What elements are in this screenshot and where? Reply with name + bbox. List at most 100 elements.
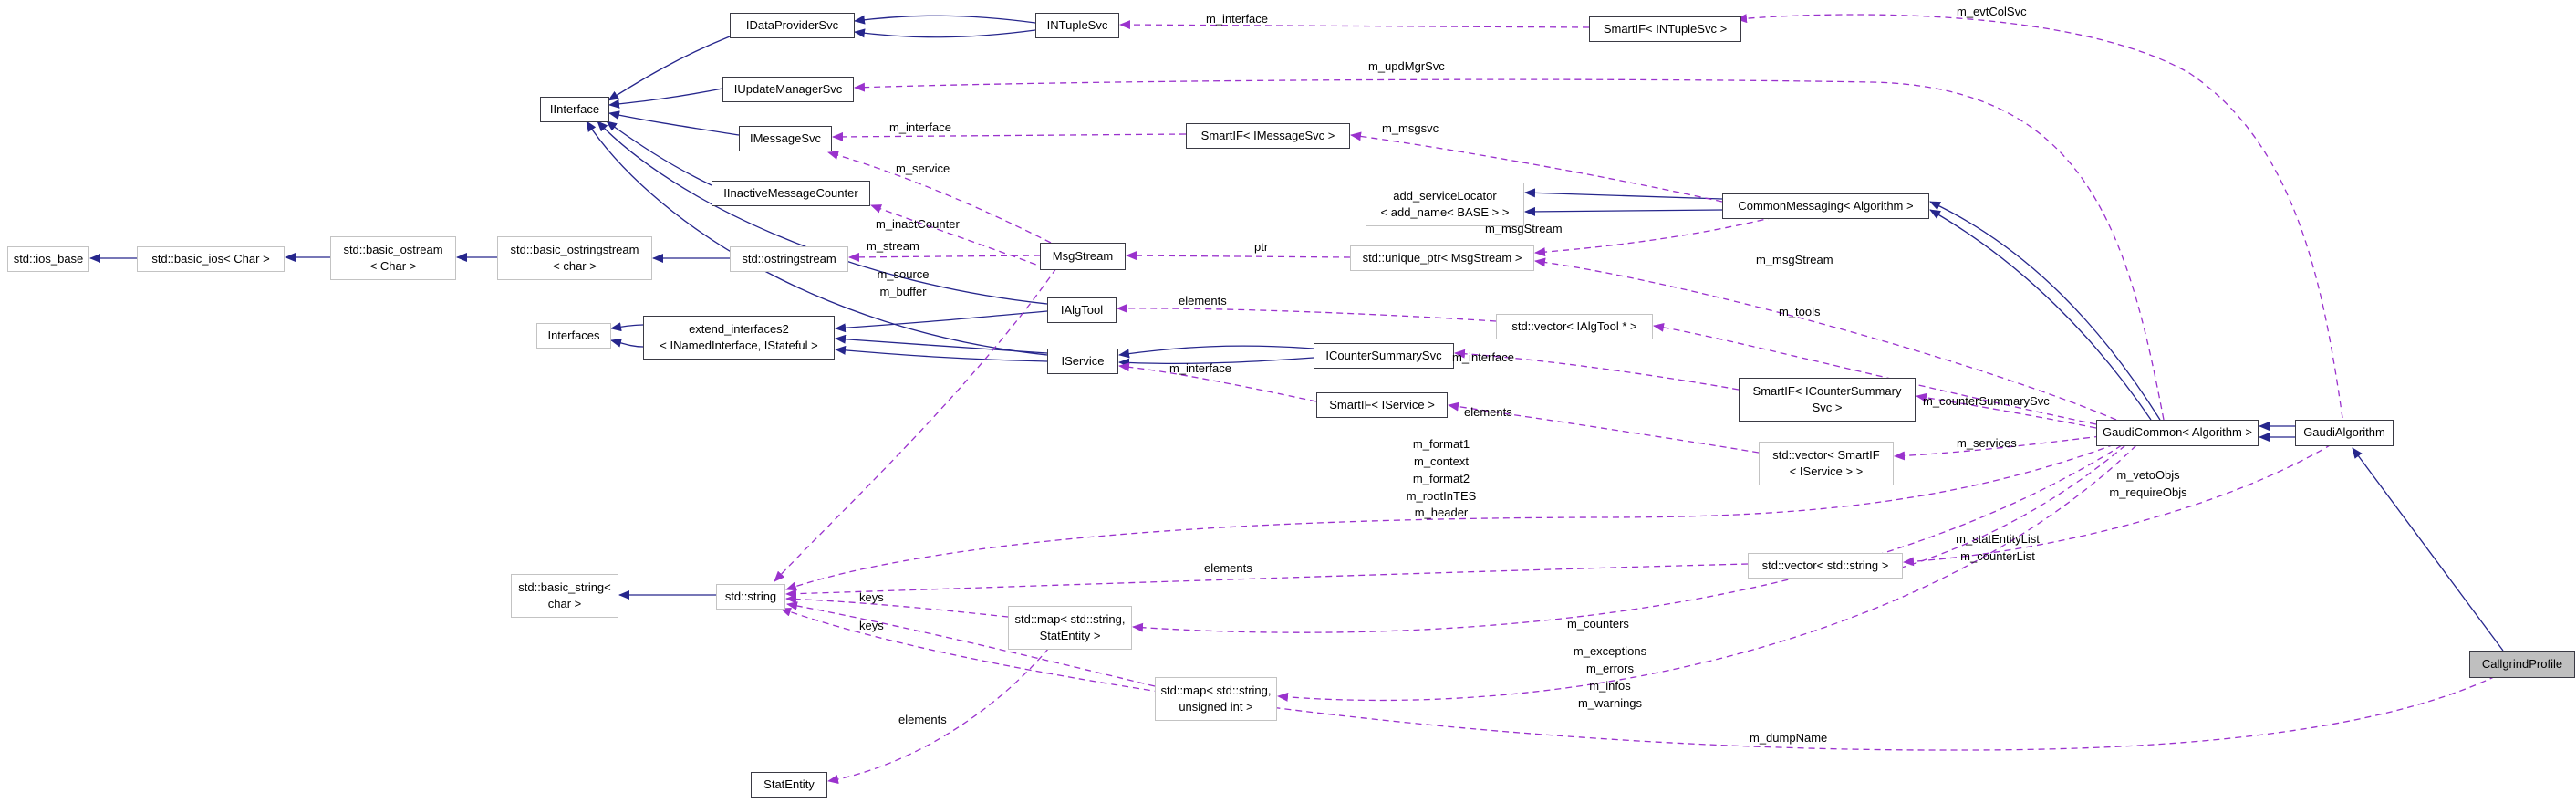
label-line: elements [1464,405,1512,419]
node-smartif-intuplesvc[interactable]: SmartIF< INTupleSvc > [1589,16,1741,42]
node-label: std::ostringstream [742,251,836,266]
node-label: IInterface [549,101,600,116]
node-intuplesvc[interactable]: INTupleSvc [1035,13,1119,38]
label-line: m_interface [889,120,951,134]
node-statentity[interactable]: StatEntity [751,772,827,798]
edge-label-updmgrsvc: m_updMgrSvc [1368,58,1445,76]
node-label: add_serviceLocator [1393,188,1497,203]
node-gaudicommon[interactable]: GaudiCommon< Algorithm > [2096,420,2259,446]
node-label: INTupleSvc [1046,17,1108,32]
edge-use-vectorstring-string-elements [785,563,1749,599]
edge-use-smartifintuplesvc-intuplesvc [1119,20,1590,30]
edge-label-services: m_services [1957,435,2017,453]
edge-inherit-imessagesvc-iinterface [608,110,740,136]
edge-inherit-commonmessaging-addservicelocator-1 [1524,188,1723,200]
edge-label-interface-countersummary: m_interface [1452,349,1514,367]
edge-use-gaudicommon-mapstatentity-counters [1132,444,2123,633]
edge-use-msgstream-imessagesvc-service [827,151,1052,244]
node-smartif-iservice[interactable]: SmartIF< IService > [1316,392,1448,418]
node-label: < Char > [369,259,417,273]
edge-inherit-icountersummarysvc-iservice-1 [1118,345,1314,359]
label-line: m_updMgrSvc [1368,59,1445,73]
node-label: IMessageSvc [749,130,822,145]
node-label: GaudiAlgorithm [2303,425,2385,440]
edge-label-elements-smartif: elements [1464,404,1512,422]
node-label: IDataProviderSvc [745,17,839,32]
edge-use-mapstatentity-statentity-elements [827,647,1050,784]
node-label: IService [1061,353,1105,368]
edge-label-evtcolsvc: m_evtColSvc [1957,4,2027,21]
edge-label-ptr: ptr [1254,239,1268,256]
edge-label-msgstream-1: m_msgStream [1485,221,1563,238]
node-msgstream[interactable]: MsgStream [1040,243,1126,270]
label-line: m_services [1957,436,2017,450]
node-extend-interfaces2[interactable]: extend_interfaces2 < INamedInterface, ISt… [643,316,835,360]
edge-use-smartificountersummarysvc-icountersummarysvc [1454,349,1740,391]
node-label: unsigned int > [1179,700,1253,714]
label-line: m_format1 [1412,437,1470,451]
label-line: ptr [1254,240,1269,254]
node-label: std::vector< std::string > [1761,558,1889,572]
node-idataprovidersvc[interactable]: IDataProviderSvc [730,13,855,38]
node-iupdatemanagersvc[interactable]: IUpdateManagerSvc [722,77,854,102]
label-line: elements [1179,294,1227,308]
label-line: elements [898,713,947,726]
node-iinterface[interactable]: IInterface [540,97,609,122]
node-label: SmartIF< IMessageSvc > [1200,128,1335,142]
node-commonmessaging[interactable]: CommonMessaging< Algorithm > [1722,193,1929,219]
node-std-basic-ios: std::basic_ios< Char > [137,246,285,272]
edge-inherit-ialgtool-iinterface [597,120,1048,305]
node-imessagesvc[interactable]: IMessageSvc [739,126,832,151]
node-std-ios-base: std::ios_base [7,246,89,272]
node-label: std::map< std::string, [1160,683,1272,697]
node-gaudialgorithm[interactable]: GaudiAlgorithm [2295,420,2394,446]
label-line: m_counterSummarySvc [1923,394,2050,408]
label-line: m_requireObjs [2109,485,2187,499]
edge-label-elements-statentity: elements [898,712,947,729]
edge-use-mapstatentity-string-keys [785,594,1009,618]
edge-inherit-ialgtool-extendinterfaces2 [835,310,1048,333]
edge-use-gaudicommon-vectorialgtool-tools [1653,322,2097,425]
edge-use-gaudialgorithm-smartifintuplesvc-evtcolsvc [1736,14,2343,419]
label-line: m_interface [1206,12,1268,26]
node-label: < INamedInterface, IStateful > [660,339,818,352]
label-line: m_stream [867,239,919,253]
label-line: m_evtColSvc [1957,5,2027,18]
node-iinactivemessagecounter[interactable]: IInactiveMessageCounter [712,181,870,206]
edge-use-msgstream-iinactivemessagecounter-inactcounter [870,204,1047,269]
edge-inherit-iservice-extendinterfaces2-1 [835,334,1048,354]
node-std-basic-ostream: std::basic_ostream< Char > [330,236,456,280]
edge-use-msgstream-string-source-buffer [774,267,1057,582]
node-label: GaudiCommon< Algorithm > [2102,425,2253,440]
edge-label-msgstream-2: m_msgStream [1756,252,1833,269]
label-line: m_msgStream [1485,222,1563,235]
edge-use-smartifiservice-iservice [1118,362,1317,402]
edge-label-stream: m_stream [867,238,919,256]
edge-label-tools: m_tools [1779,304,1821,321]
node-label: < IService > > [1789,464,1864,478]
node-label: std::map< std::string, [1014,611,1126,626]
label-line: m_rootInTES [1406,488,1477,503]
node-ialgtool[interactable]: IAlgTool [1047,297,1117,323]
node-smartif-imessagesvc[interactable]: SmartIF< IMessageSvc > [1186,123,1350,149]
node-label: extend_interfaces2 [689,321,789,336]
edge-label-counters: m_counters [1567,616,1629,633]
edge-inherit-intuplesvc-idataprovidersvc-1 [854,15,1036,25]
node-label: Svc > [1812,401,1843,414]
node-std-vector-string: std::vector< std::string > [1748,553,1903,579]
label-line: m_msgStream [1756,253,1833,266]
label-line: m_statEntityList [1956,532,2040,546]
node-icountersummarysvc[interactable]: ICounterSummarySvc [1314,343,1454,369]
label-line: m_format2 [1412,471,1470,485]
node-iservice[interactable]: IService [1047,349,1118,374]
node-label: SmartIF< INTupleSvc > [1603,21,1728,36]
edge-label-interface-top: m_interface [1206,11,1268,28]
edge-use-gaudicommon-iupdatemanagersvc-updmgrsvc [854,78,2165,421]
edge-inherit-idataprovidersvc-iinterface [608,36,731,101]
